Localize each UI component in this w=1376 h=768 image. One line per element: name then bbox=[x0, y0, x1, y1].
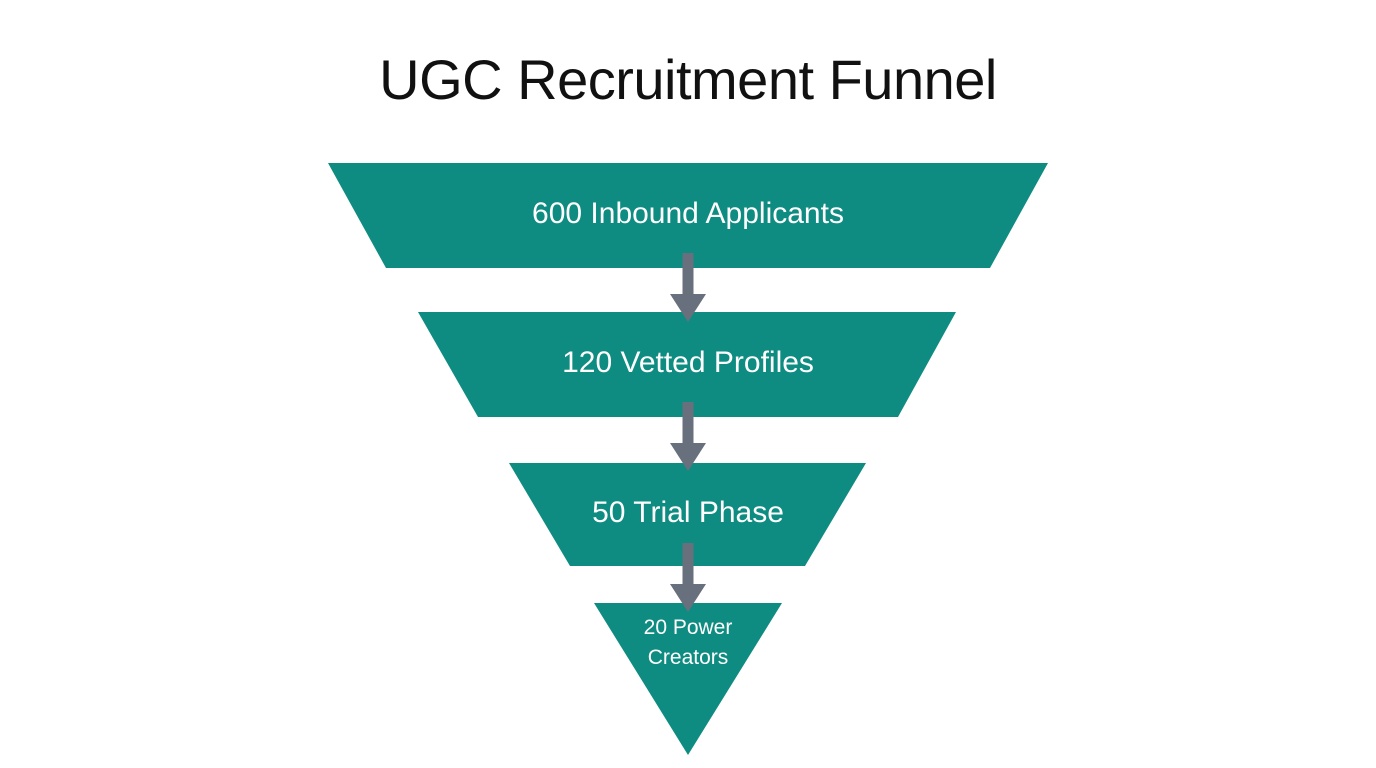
funnel-stage-3-shape bbox=[509, 463, 866, 566]
funnel-stage-4-label-line-1: 20 Power bbox=[643, 616, 733, 639]
funnel-stage-4-label-line-2: Creators bbox=[647, 646, 729, 669]
funnel-stage-1-shape bbox=[328, 163, 1048, 268]
arrow-down-icon-1 bbox=[670, 253, 706, 322]
funnel-stage-4-label: 20 Power Creators bbox=[0, 613, 1376, 673]
funnel-stage-1-label: 600 Inbound Applicants bbox=[532, 197, 844, 230]
funnel-stage-2-shape bbox=[418, 312, 956, 417]
arrow-down-icon-2 bbox=[670, 402, 706, 471]
funnel-stage-2-label: 120 Vetted Profiles bbox=[562, 346, 814, 379]
funnel-stage-4-shape bbox=[594, 603, 782, 755]
arrow-down-icon-3 bbox=[670, 543, 706, 612]
funnel-stage-3-label: 50 Trial Phase bbox=[592, 496, 784, 529]
page-title: UGC Recruitment Funnel bbox=[379, 48, 997, 111]
